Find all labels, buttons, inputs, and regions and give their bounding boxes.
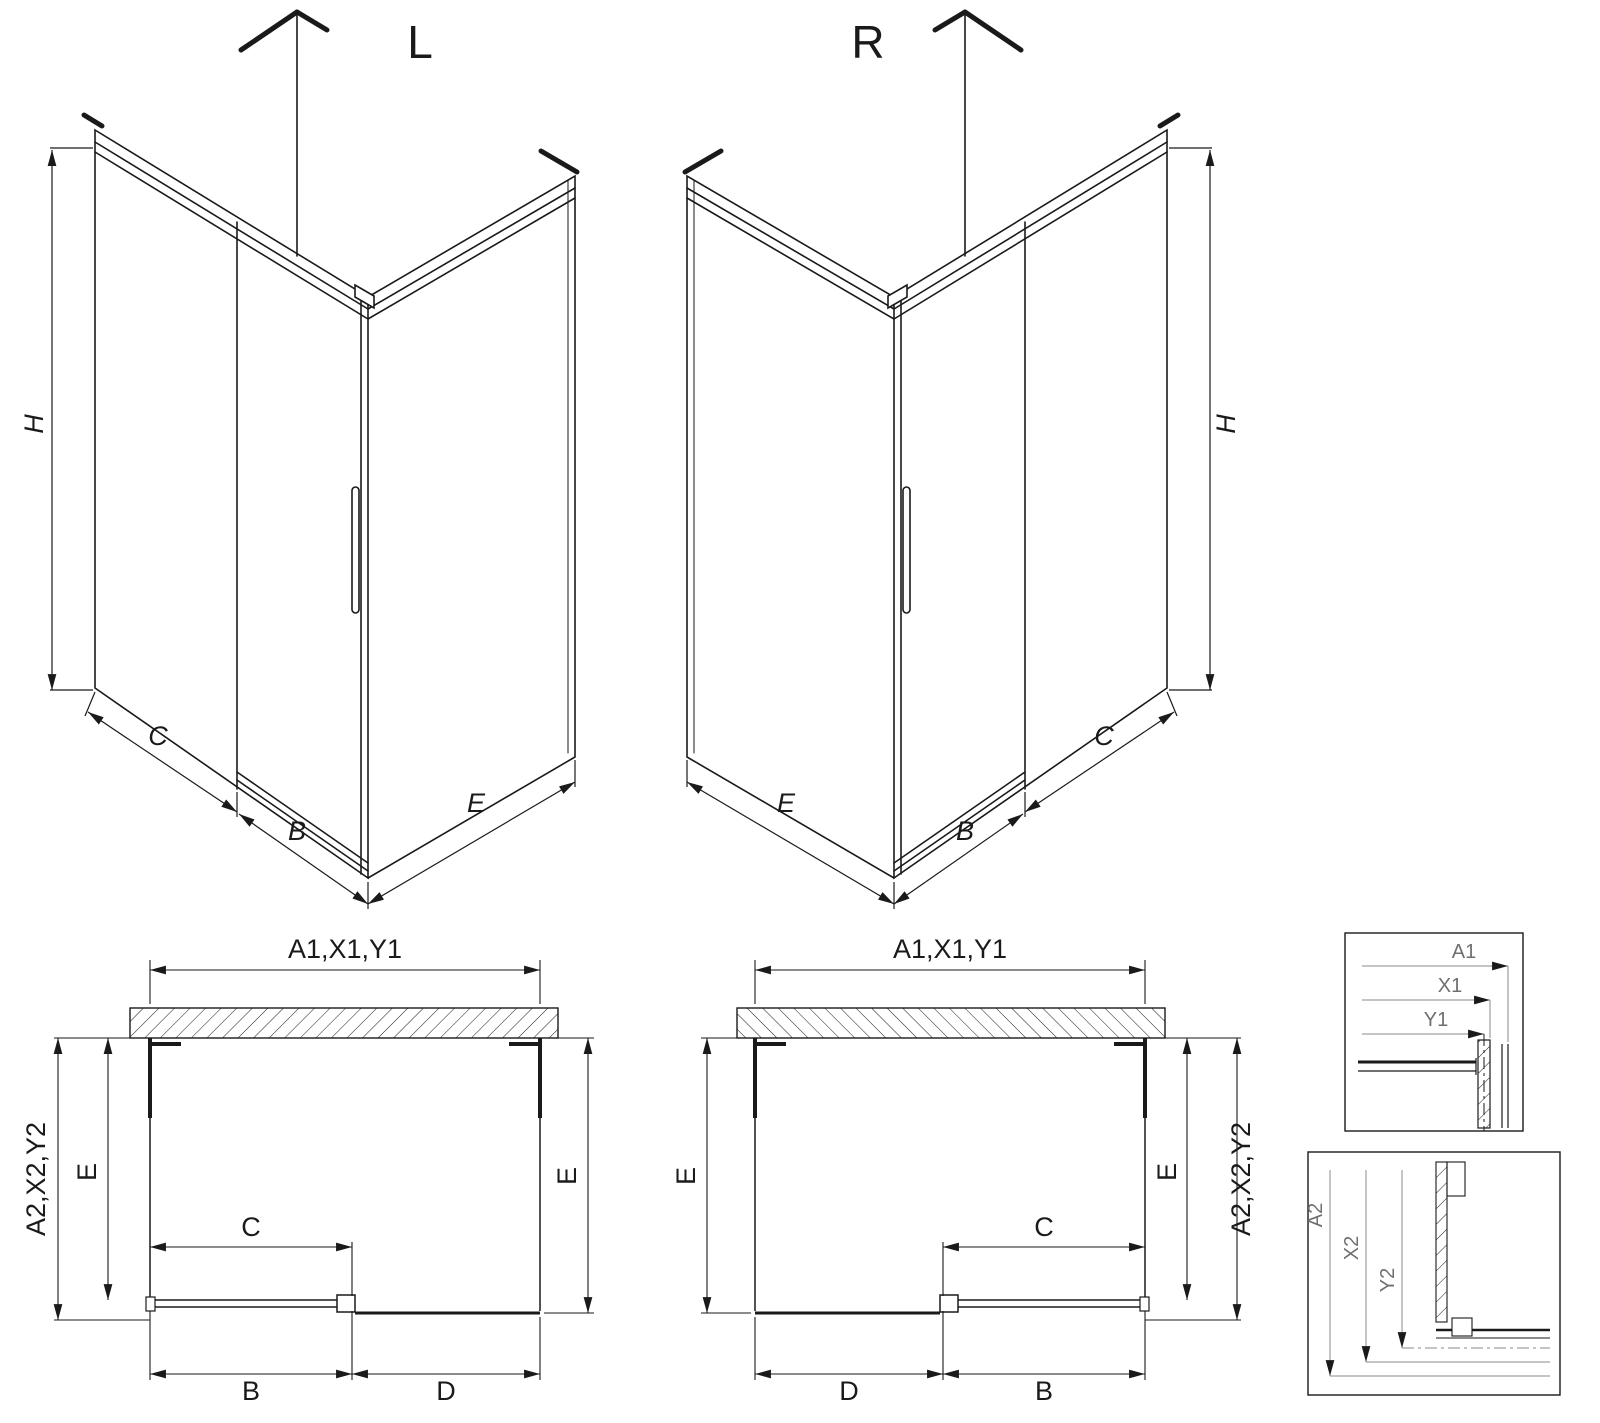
detail-top-dim-x1: X1 [1438,975,1462,997]
plan-left-dim-e-right: E [552,1167,582,1185]
view-label-right: R [851,16,884,68]
plan-right-dim-e-right: E [1152,1163,1182,1181]
detail-bottom-dim-x2: X2 [1341,1236,1363,1260]
detail-top-dim-a1: A1 [1452,941,1476,963]
plan-right-dim-b: B [1035,1376,1053,1406]
plan-left-dim-outer: A2,X2,Y2 [21,1122,51,1236]
detail-bottom-frame [1307,1151,1561,1396]
iso-left-dim-h: H [19,414,49,434]
plan-right-dim-d: D [839,1376,859,1406]
iso-left-dim-c: C [148,721,168,751]
iso-right-dim-c: C [1094,721,1114,751]
detail-top-dim-y1: Y1 [1424,1009,1448,1031]
detail-bottom-dim-a2: A2 [1305,1203,1327,1227]
iso-view-left: L H C B E [19,12,577,909]
iso-left-dim-b: B [288,816,306,846]
plan-left-dim-top: A1,X1,Y1 [288,934,402,964]
detail-bottom-dim-y2: Y2 [1377,1268,1399,1292]
plan-left-dim-b: B [242,1376,260,1406]
plan-view-left: A1,X1,Y1 A2,X2,Y2 E E C B D [21,934,594,1406]
plan-left-dim-e-left: E [72,1163,102,1181]
plan-right-dim-top: A1,X1,Y1 [893,934,1007,964]
detail-box-top: A1 X1 Y1 [1344,932,1524,1132]
detail-top-frame [1344,932,1524,1132]
plan-left-dim-d: D [436,1376,456,1406]
plan-right-dim-e-left: E [671,1167,701,1185]
iso-right-dim-b: B [956,816,974,846]
iso-right-dim-h: H [1211,414,1241,434]
plan-view-right: A1,X1,Y1 A2,X2,Y2 E E C B D [671,934,1256,1406]
iso-view-right: R H C B E [685,12,1241,909]
iso-right-dim-e: E [777,788,796,818]
plan-left-dim-c: C [241,1212,261,1242]
detail-box-bottom: A2 X2 Y2 [1305,1151,1561,1396]
view-label-left: L [407,16,433,68]
plan-right-dim-c: C [1034,1212,1054,1242]
iso-left-dim-e: E [467,788,486,818]
plan-right-dim-outer: A2,X2,Y2 [1226,1122,1256,1236]
